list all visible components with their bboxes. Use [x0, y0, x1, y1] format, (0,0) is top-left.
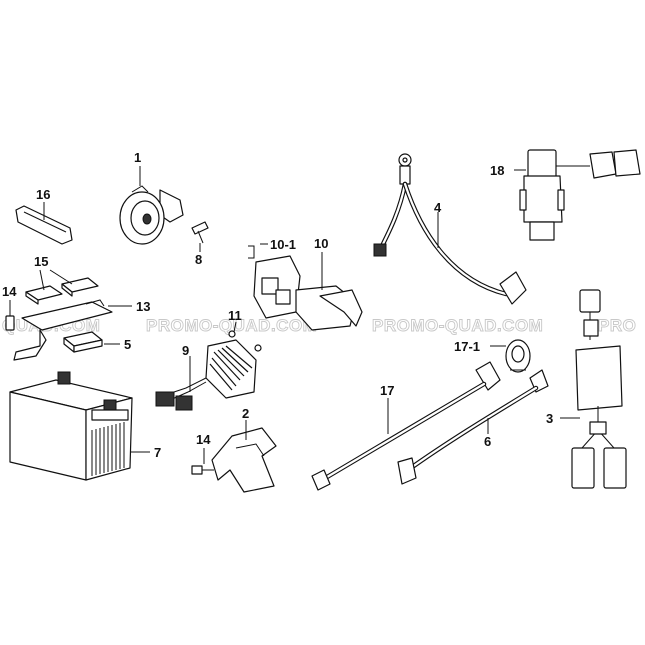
leader-11 [233, 321, 237, 333]
callout-11: 11 [228, 308, 242, 323]
callout-14a: 14 [2, 284, 17, 299]
callout-2: 2 [242, 406, 249, 421]
part-bolt-14a [5, 312, 15, 331]
part-bolt-8 [191, 221, 209, 244]
part-cable-6 [397, 369, 549, 485]
callout-3: 3 [546, 411, 553, 426]
part-relay-18 [519, 149, 641, 241]
callout-17: 17 [380, 383, 394, 398]
callout-8: 8 [195, 252, 202, 267]
part-harness-3 [571, 289, 627, 489]
callout-15: 15 [34, 254, 48, 269]
part-bolt-14b [191, 465, 214, 475]
callout-14b: 14 [196, 432, 211, 447]
watermark-text-2: PROMO-QUAD.COM [146, 316, 317, 335]
callout-6: 6 [484, 434, 491, 449]
callout-10-1: 10-1 [270, 237, 296, 252]
part-cable-17 [311, 361, 501, 491]
callout-10: 10 [314, 236, 328, 251]
watermark: QUAD.COM PROMO-QUAD.COM PROMO-QUAD.COM P… [2, 316, 637, 336]
callout-5: 5 [124, 337, 131, 352]
callout-9: 9 [182, 343, 189, 358]
callout-7: 7 [154, 445, 161, 460]
callout-1: 1 [134, 150, 141, 165]
watermark-text-3: PROMO-QUAD.COM [372, 316, 543, 335]
part-bolts-11 [228, 330, 262, 352]
part-bracket-2 [211, 427, 277, 493]
callout-13: 13 [136, 299, 150, 314]
part-battery-7 [9, 371, 133, 481]
callout-18: 18 [490, 163, 504, 178]
part-cable-4 [373, 153, 527, 305]
part-cap-17-1 [505, 339, 531, 373]
part-tray-13 [13, 299, 113, 361]
part-regulator-9 [155, 339, 257, 411]
leader-15b [49, 269, 73, 285]
part-relay-10 [248, 245, 363, 331]
leader-15a [39, 269, 45, 291]
part-horn [119, 185, 184, 245]
part-pads-15 [25, 277, 99, 305]
watermark-text-4: PRO [598, 316, 636, 335]
part-pad-5 [63, 331, 103, 353]
callout-4: 4 [434, 200, 442, 215]
callout-16: 16 [36, 187, 50, 202]
part-bracket-16 [15, 205, 73, 245]
callout-17-1: 17-1 [454, 339, 480, 354]
